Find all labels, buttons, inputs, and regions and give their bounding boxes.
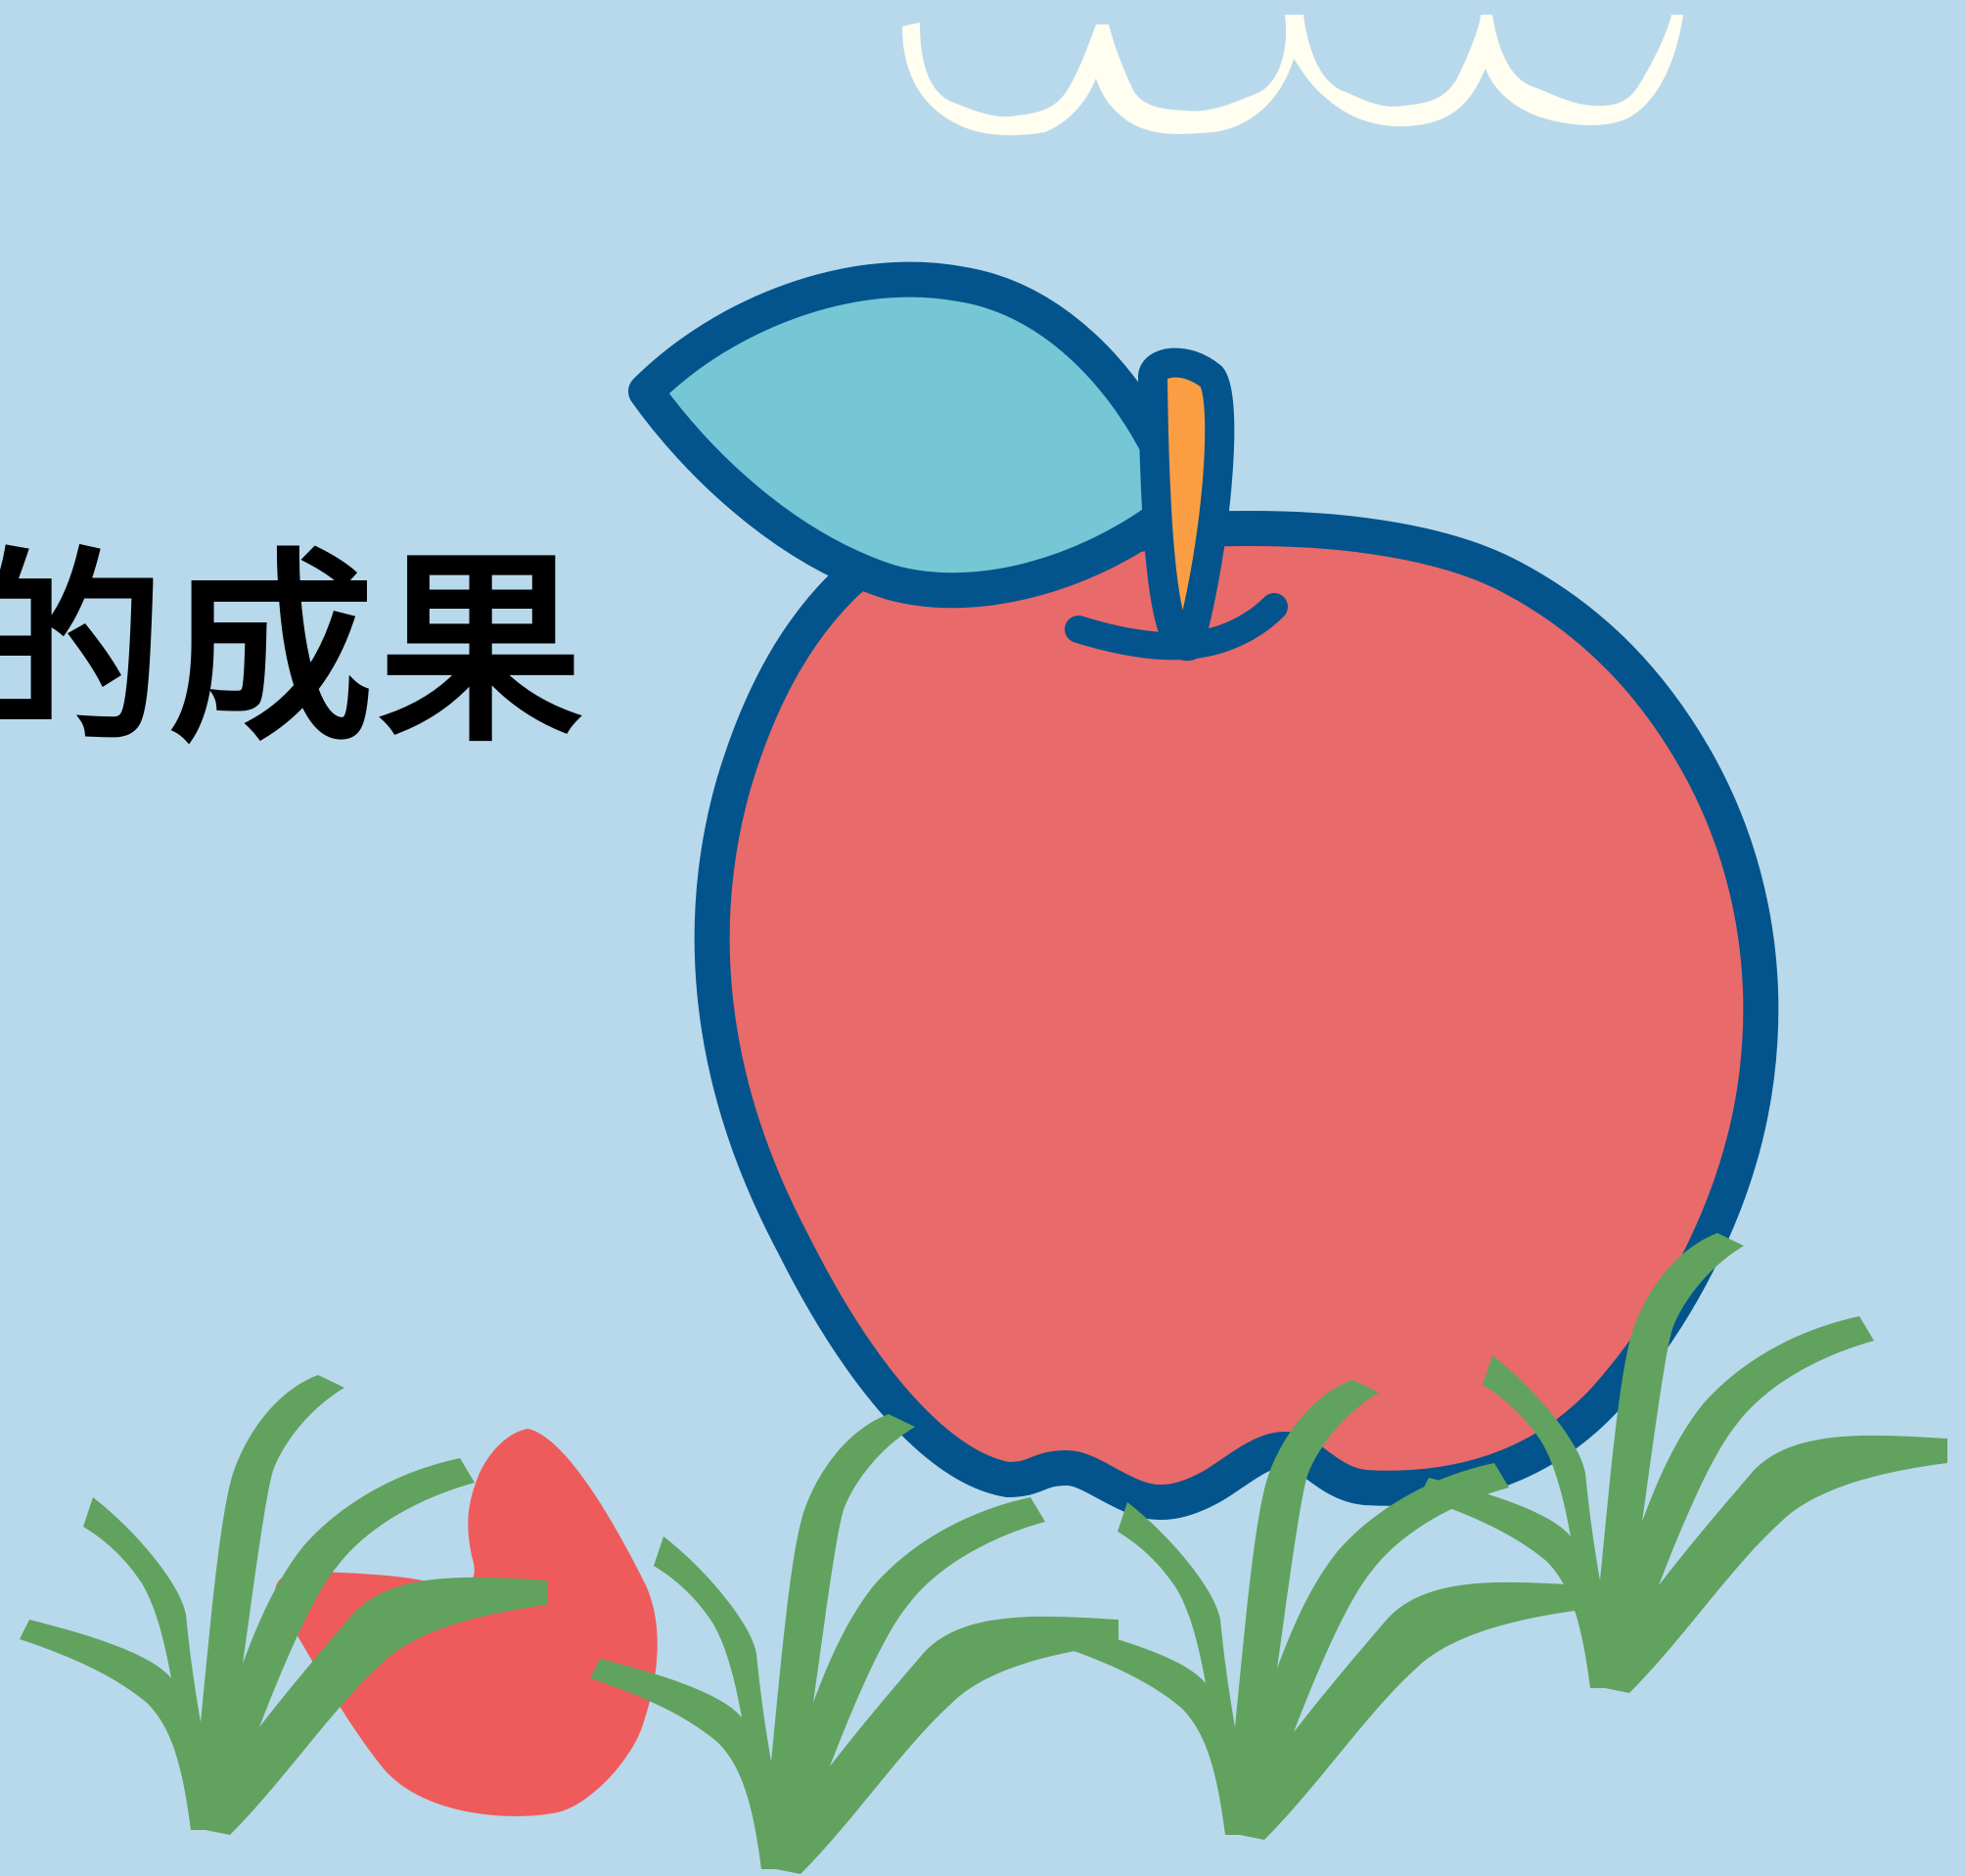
apple-body — [694, 500, 1779, 1521]
stem-notch — [1065, 593, 1288, 661]
stem — [1138, 347, 1235, 661]
apple — [628, 261, 1779, 1521]
grass — [20, 1233, 1947, 1874]
page-title: 的成果 — [0, 530, 588, 770]
scalloped-cloud — [902, 15, 1683, 136]
small-red-fruit — [275, 1429, 658, 1816]
